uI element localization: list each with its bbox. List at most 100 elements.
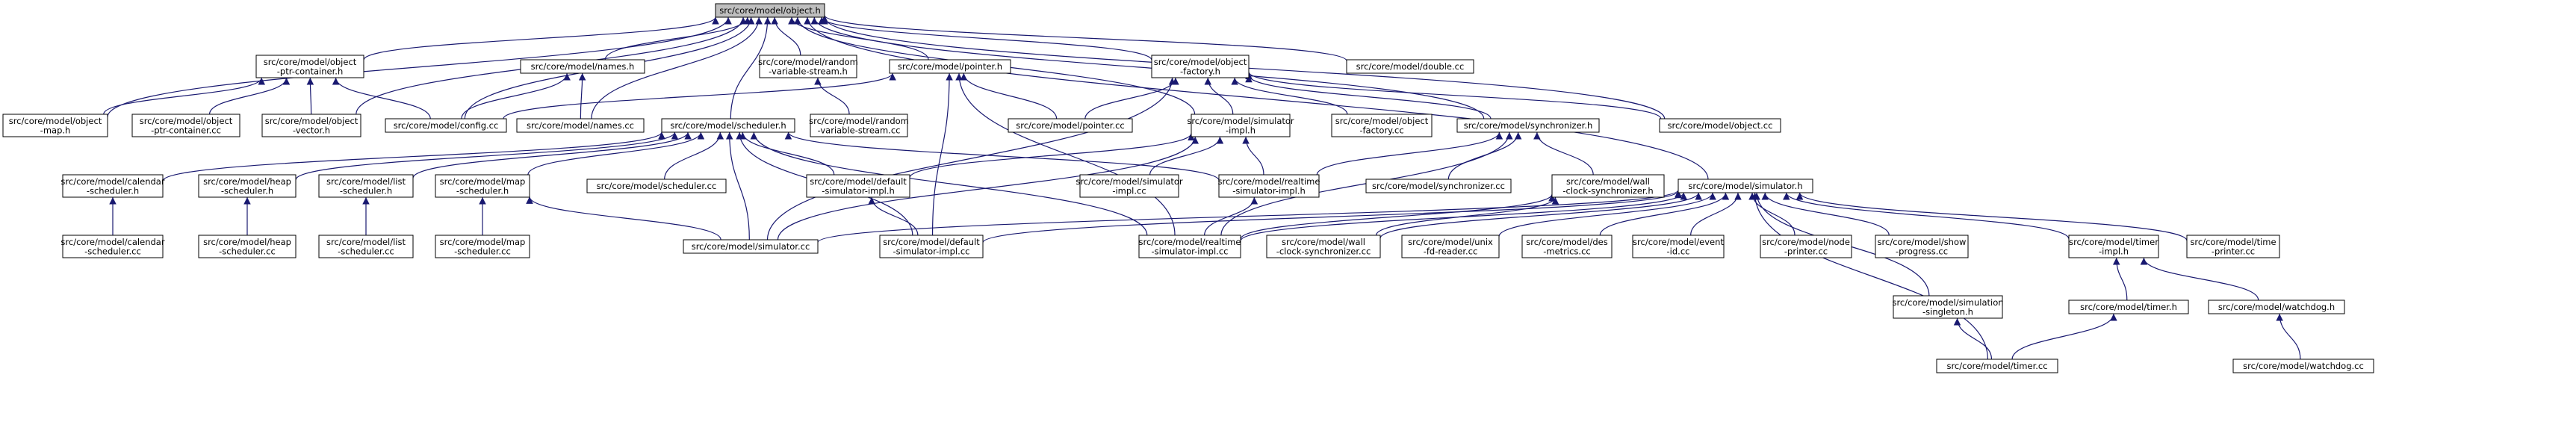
edge-object-factory-cc-to-object-factory-h xyxy=(1231,77,1348,115)
edge-list-scheduler-h-to-scheduler-h xyxy=(412,131,692,179)
node-calendar-scheduler-cc[interactable]: src/core/model/calendar-scheduler.cc xyxy=(60,235,165,258)
node-list-scheduler-h[interactable]: src/core/model/list-scheduler.h xyxy=(318,174,414,198)
node-default-simulator-impl-h[interactable]: src/core/model/default-simulator-impl.h xyxy=(806,174,910,198)
edge-realtime-simulator-impl-cc-to-scheduler-h xyxy=(750,131,1148,236)
node-label: src/core/model/timer xyxy=(2069,237,2158,247)
node-timer-h[interactable]: src/core/model/timer.h xyxy=(2068,300,2189,314)
node-box xyxy=(198,235,297,258)
edge-wall-clock-synchronizer-h-to-synchronizer-h xyxy=(1533,131,1594,176)
edge-time-printer-cc-to-simulator-h xyxy=(1796,192,2188,241)
node-box xyxy=(806,174,910,198)
node-box xyxy=(1677,179,1813,193)
edge-realtime-simulator-impl-cc-to-wall-clock-synchronizer-h xyxy=(1240,193,1556,240)
edge-timer-impl-h-to-simulator-h xyxy=(1783,192,2070,240)
node-object-h[interactable]: src/core/model/object.h xyxy=(715,3,825,18)
edge-realtime-simulator-impl-h-to-scheduler-h xyxy=(784,131,1220,181)
node-label: src/core/model/watchdog.h xyxy=(2218,302,2335,312)
node-box xyxy=(198,174,297,198)
node-heap-scheduler-cc[interactable]: src/core/model/heap-scheduler.cc xyxy=(198,235,297,258)
node-simulation-singleton-h[interactable]: src/core/model/simulation-singleton.h xyxy=(1892,295,2004,319)
node-label: src/core/model/object xyxy=(1335,116,1429,126)
edge-heap-scheduler-h-to-scheduler-h xyxy=(295,131,679,181)
node-random-variable-stream-h[interactable]: src/core/model/random-variable-stream.h xyxy=(758,55,858,78)
node-label: src/core/model/realtime xyxy=(1218,176,1320,187)
node-box xyxy=(131,114,240,137)
node-object-factory-h[interactable]: src/core/model/object-factory.h xyxy=(1151,55,1250,78)
node-heap-scheduler-h[interactable]: src/core/model/heap-scheduler.h xyxy=(198,174,297,198)
node-show-progress-cc[interactable]: src/core/model/show-progress.cc xyxy=(1875,235,1969,258)
node-unix-fd-reader-cc[interactable]: src/core/model/unix-fd-reader.cc xyxy=(1401,235,1500,258)
node-double-cc[interactable]: src/core/model/double.cc xyxy=(1346,59,1474,74)
edge-des-metrics-cc-to-simulator-h xyxy=(1599,192,1730,236)
node-label: src/core/model/object xyxy=(140,116,233,126)
node-timer-impl-h[interactable]: src/core/model/timer-impl.h xyxy=(2068,235,2159,258)
node-scheduler-h[interactable]: src/core/model/scheduler.h xyxy=(661,118,795,133)
node-label: src/core/model/double.cc xyxy=(1356,61,1465,72)
node-box xyxy=(1456,118,1600,133)
node-realtime-simulator-impl-h[interactable]: src/core/model/realtime-simulator-impl.h xyxy=(1218,174,1320,198)
node-object-ptr-container-cc[interactable]: src/core/model/object-ptr-container.cc xyxy=(131,114,240,137)
node-wall-clock-synchronizer-h[interactable]: src/core/model/wall-clock-synchronizer.h xyxy=(1551,174,1665,198)
node-simulator-impl-cc[interactable]: src/core/model/simulator-impl.cc xyxy=(1076,174,1183,198)
node-watchdog-cc[interactable]: src/core/model/watchdog.cc xyxy=(2232,359,2374,373)
node-label: -singleton.h xyxy=(1922,306,1973,317)
node-config-cc[interactable]: src/core/model/config.cc xyxy=(385,118,507,133)
node-des-metrics-cc[interactable]: src/core/model/des-metrics.cc xyxy=(1521,235,1613,258)
node-object-ptr-container-h[interactable]: src/core/model/object-ptr-container.h xyxy=(255,55,364,78)
node-object-factory-cc[interactable]: src/core/model/object-factory.cc xyxy=(1331,114,1433,137)
edge-config-cc-to-names-h xyxy=(461,72,571,120)
node-scheduler-cc[interactable]: src/core/model/scheduler.cc xyxy=(586,179,727,193)
edge-default-simulator-impl-h-to-scheduler-h xyxy=(739,131,835,176)
node-simulator-h[interactable]: src/core/model/simulator.h xyxy=(1677,179,1813,193)
node-label: -scheduler.h xyxy=(340,185,392,196)
nodes-layer: src/core/model/object.h src/core/model/ob… xyxy=(2,3,2374,373)
edge-realtime-simulator-impl-cc-to-simulator-h xyxy=(1240,192,1687,241)
node-simulator-cc[interactable]: src/core/model/simulator.cc xyxy=(683,239,819,254)
node-label: -printer.cc xyxy=(2212,246,2255,256)
edge-wall-clock-synchronizer-cc-to-simulator-h xyxy=(1379,192,1702,239)
node-synchronizer-cc[interactable]: src/core/model/synchronizer.cc xyxy=(1365,179,1512,193)
edge-realtime-simulator-impl-h-to-synchronizer-h xyxy=(1316,131,1503,176)
edge-names-cc-to-object-h xyxy=(591,16,763,120)
node-label: -factory.h xyxy=(1180,66,1220,76)
node-box xyxy=(261,114,361,137)
node-random-variable-stream-cc[interactable]: src/core/model/random-variable-stream.cc xyxy=(809,114,909,137)
node-names-cc[interactable]: src/core/model/names.cc xyxy=(516,118,645,133)
node-label: src/core/model/object xyxy=(1154,57,1247,67)
node-default-simulator-impl-cc[interactable]: src/core/model/default-simulator-impl.cc xyxy=(879,235,984,258)
node-event-id-cc[interactable]: src/core/model/event-id.cc xyxy=(1632,235,1725,258)
node-watchdog-h[interactable]: src/core/model/watchdog.h xyxy=(2208,300,2345,314)
node-label: src/core/model/calendar xyxy=(60,237,164,247)
node-label: src/core/model/list xyxy=(326,237,406,247)
node-synchronizer-h[interactable]: src/core/model/synchronizer.h xyxy=(1456,118,1600,133)
node-simulator-impl-h[interactable]: src/core/model/simulator-impl.h xyxy=(1187,114,1294,137)
node-timer-cc[interactable]: src/core/model/timer.cc xyxy=(1936,359,2058,373)
edge-default-simulator-impl-cc-to-default-simulator-impl-h xyxy=(868,196,919,236)
node-names-h[interactable]: src/core/model/names.h xyxy=(520,59,645,74)
node-label: src/core/model/calendar xyxy=(60,176,164,187)
node-box xyxy=(435,235,530,258)
node-box xyxy=(1138,235,1241,258)
edge-object-map-h-to-object-ptr-container-h xyxy=(103,77,265,115)
node-object-map-h[interactable]: src/core/model/object-map.h xyxy=(2,114,108,137)
node-label: src/core/model/synchronizer.cc xyxy=(1372,181,1505,191)
node-time-printer-cc[interactable]: src/core/model/time-printer.cc xyxy=(2186,235,2280,258)
node-object-vector-h[interactable]: src/core/model/object-vector.h xyxy=(261,114,361,137)
node-label: src/core/model/list xyxy=(326,176,406,187)
node-node-printer-cc[interactable]: src/core/model/node-printer.cc xyxy=(1760,235,1852,258)
node-label: src/core/model/default xyxy=(883,237,980,247)
node-calendar-scheduler-h[interactable]: src/core/model/calendar-scheduler.h xyxy=(60,174,165,198)
node-label: -scheduler.h xyxy=(456,185,509,196)
node-box xyxy=(1266,235,1381,258)
node-box xyxy=(2186,235,2280,258)
node-list-scheduler-cc[interactable]: src/core/model/list-scheduler.cc xyxy=(318,235,414,258)
node-map-scheduler-h[interactable]: src/core/model/map-scheduler.h xyxy=(435,174,530,198)
node-map-scheduler-cc[interactable]: src/core/model/map-scheduler.cc xyxy=(435,235,530,258)
node-pointer-cc[interactable]: src/core/model/pointer.cc xyxy=(1008,118,1133,133)
node-realtime-simulator-impl-cc[interactable]: src/core/model/realtime-simulator-impl.c… xyxy=(1138,235,1241,258)
node-pointer-h[interactable]: src/core/model/pointer.h xyxy=(889,59,1011,74)
node-wall-clock-synchronizer-cc[interactable]: src/core/model/wall-clock-synchronizer.c… xyxy=(1266,235,1381,258)
edge-names-cc-to-names-h xyxy=(578,72,586,120)
node-label: -impl.h xyxy=(2099,246,2129,256)
node-object-cc[interactable]: src/core/model/object.cc xyxy=(1659,118,1781,133)
